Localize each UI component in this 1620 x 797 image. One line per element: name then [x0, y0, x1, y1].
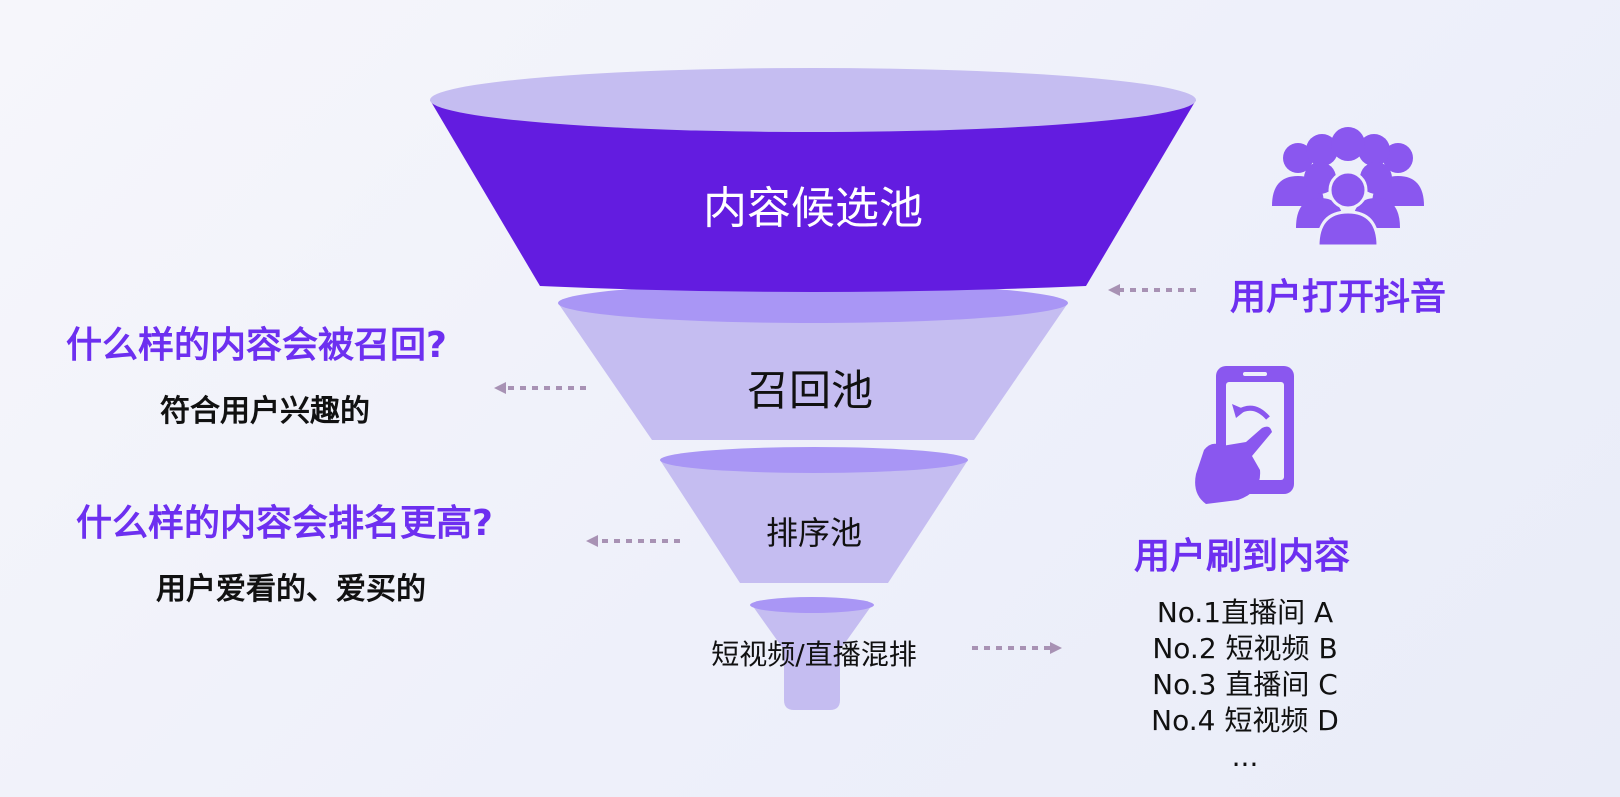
stage-4-label: 短视频/直播混排: [711, 638, 917, 671]
open-app-label: 用户打开抖音: [1230, 277, 1447, 318]
ranking-list: No.1直播间 A No.2 短视频 B No.3 直播间 C No.4 短视频…: [1120, 595, 1370, 775]
stage-2-label: 召回池: [746, 366, 873, 415]
funnel-stage-3: [660, 447, 968, 583]
ranking-item: No.4 短视频 D: [1151, 704, 1339, 737]
people-group-icon: [1272, 127, 1424, 248]
recall-answer: 符合用户兴趣的: [160, 394, 370, 429]
funnel-stage-2: [558, 283, 1068, 440]
recall-question: 什么样的内容会被召回?: [66, 325, 447, 366]
funnel-stage-4: [750, 597, 874, 710]
funnel-stage-1: [430, 68, 1196, 292]
stage-3-label: 排序池: [765, 514, 862, 552]
scroll-content-label: 用户刷到内容: [1134, 536, 1351, 577]
ranking-item: ...: [1231, 740, 1259, 773]
stage-1-label: 内容候选池: [703, 183, 923, 234]
ranking-item: No.2 短视频 B: [1152, 632, 1338, 665]
phone-swipe-icon: [1195, 366, 1294, 504]
rank-answer: 用户爱看的、爱买的: [156, 572, 426, 607]
rank-question: 什么样的内容会排名更高?: [76, 503, 493, 544]
ranking-item: No.1直播间 A: [1156, 596, 1334, 629]
ranking-item: No.3 直播间 C: [1152, 668, 1338, 701]
